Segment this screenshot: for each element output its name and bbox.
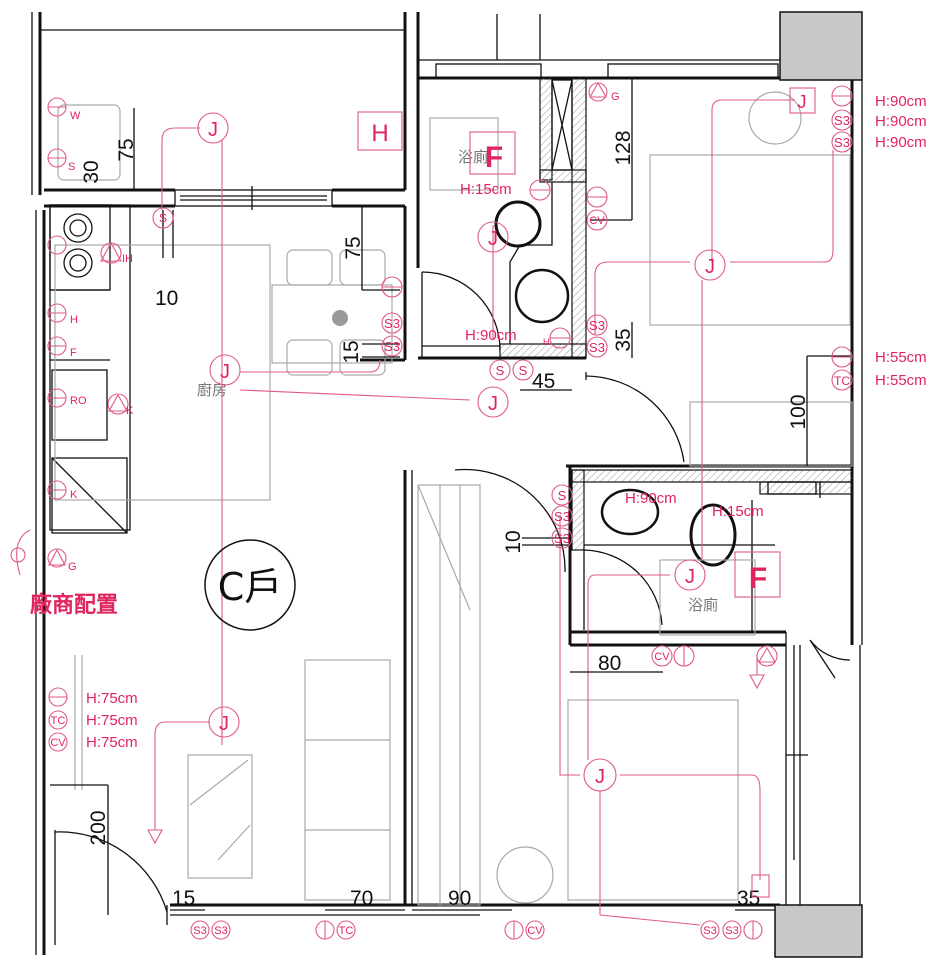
furniture: [49, 91, 853, 906]
dim-bed1-100: 100: [787, 394, 810, 429]
outlet-s3: S3: [589, 340, 605, 355]
outlet-cv: CV: [50, 737, 66, 749]
outlet-ro: RO: [70, 395, 87, 407]
height-note: H:55cm: [875, 349, 927, 366]
markers: H F F: [357, 111, 781, 598]
height-note: H:75cm: [86, 690, 138, 707]
outlet-s3: S3: [193, 925, 206, 937]
dim-entry-200: 200: [87, 810, 110, 845]
dim-bath2-10: 10: [502, 530, 525, 553]
height-note: H:90cm: [465, 327, 517, 344]
height-note: H:55cm: [875, 372, 927, 389]
water-heater-marker: H: [371, 120, 388, 147]
dim-bed1-35: 35: [612, 328, 635, 351]
outlet-s3: S3: [589, 318, 605, 333]
outlet-h: H: [70, 314, 78, 326]
outlet-h: H: [543, 337, 550, 347]
room-label-kitchen: 廚房: [197, 381, 227, 399]
switch-s: S: [159, 211, 167, 225]
outlet-s3: S3: [554, 531, 570, 546]
room-label-bath-top: 浴廁: [458, 148, 488, 166]
switch-s: S: [558, 488, 567, 503]
dim-laundry-30: 30: [80, 160, 103, 183]
height-note: H:75cm: [86, 712, 138, 729]
dim-dining-75: 75: [342, 236, 365, 259]
vendor-label: 廠商配置: [30, 592, 118, 618]
outlet-s3: S3: [834, 135, 850, 150]
height-note: H:15cm: [460, 181, 512, 198]
height-note: H:90cm: [875, 113, 927, 130]
outlet-s: S: [68, 161, 75, 173]
junction-box: J: [220, 361, 230, 383]
walls: [31, 11, 863, 958]
dim-bath-45: 45: [532, 370, 555, 393]
dim-laundry-75: 75: [115, 138, 138, 161]
outlet-cv: CV: [589, 215, 605, 227]
junction-box: J: [685, 566, 695, 588]
outlet-ih: IH: [122, 253, 133, 265]
outlet-s3: S3: [214, 925, 227, 937]
dim-kitchen-10: 10: [155, 287, 178, 310]
outlet-w: W: [70, 110, 81, 122]
junction-box: J: [488, 228, 498, 250]
outlet-tc: TC: [51, 715, 66, 727]
junction-box: J: [488, 393, 498, 415]
height-notes: H:90cm H:90cm H:90cm H:55cm H:55cm H:75c…: [86, 93, 927, 751]
room-labels: C戶 廚房 浴廁 浴廁 廠商配置: [30, 148, 718, 631]
outlet-g: G: [611, 91, 620, 103]
height-note: H:90cm: [625, 490, 677, 507]
junction-box: J: [705, 256, 715, 278]
fan-marker-top: F: [485, 141, 503, 174]
height-note: H:15cm: [712, 503, 764, 520]
junction-box: J: [595, 766, 605, 788]
dim-bottom-70: 70: [350, 887, 373, 910]
fan-marker-bottom: F: [749, 562, 767, 595]
outlet-s3: S3: [703, 925, 716, 937]
switch-s: S: [519, 363, 528, 378]
outlets: W S J S IH H F RO K K G S3 S3 J G: [10, 81, 853, 940]
outlet-k: K: [126, 405, 134, 417]
outlet-s3: S3: [384, 339, 400, 354]
outlet-f: F: [70, 347, 77, 359]
height-note: H:90cm: [875, 93, 927, 110]
room-label-bath-bottom: 浴廁: [688, 596, 718, 614]
outlet-s3: S3: [725, 925, 738, 937]
junction-box: J: [219, 713, 229, 735]
outlet-s3: S3: [384, 316, 400, 331]
height-note: H:75cm: [86, 734, 138, 751]
outlet-cv: CV: [527, 925, 543, 937]
dimensions: 75 30 10 75 15 45 128 35 100 10 80 200 1…: [50, 78, 850, 915]
outlet-g: G: [68, 561, 77, 573]
junction-box: J: [798, 92, 807, 112]
dim-dining-15: 15: [340, 340, 363, 363]
junction-box: J: [208, 119, 218, 141]
dim-bottom-15: 15: [172, 887, 195, 910]
outlet-cv: CV: [654, 651, 670, 663]
outlet-s3: S3: [554, 509, 570, 524]
dim-bottom-90: 90: [448, 887, 471, 910]
outlet-s3: S3: [834, 113, 850, 128]
wiring: [16, 99, 834, 926]
outlet-k: K: [70, 489, 78, 501]
dim-bed1-128: 128: [612, 130, 635, 165]
room-label-living: C戶: [218, 565, 283, 609]
height-note: H:90cm: [875, 134, 927, 151]
outlet-tc: TC: [339, 925, 354, 937]
dim-bath2-80: 80: [598, 652, 621, 675]
outlet-tc: TC: [834, 374, 850, 388]
dim-bottom-35: 35: [737, 887, 760, 910]
switch-s: S: [496, 363, 505, 378]
